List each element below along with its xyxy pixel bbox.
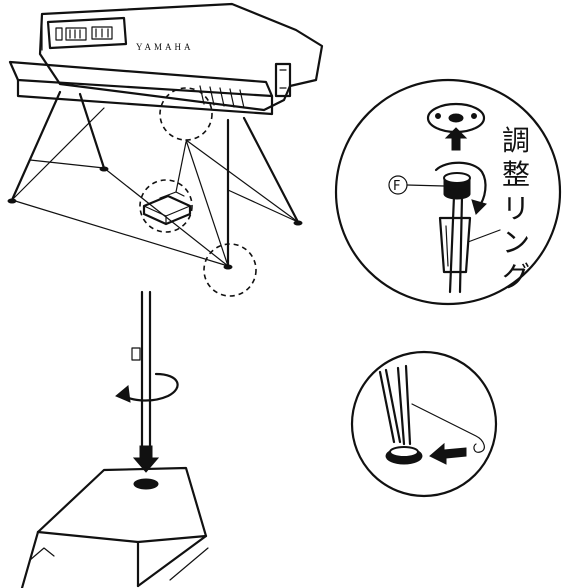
svg-text:整: 整	[502, 158, 530, 191]
piano-body: YAMAHA	[8, 2, 324, 116]
sustain-pedal	[142, 141, 192, 226]
highlight-circle-foot	[203, 243, 257, 297]
svg-text:F: F	[393, 179, 400, 194]
pedal-box	[20, 466, 209, 588]
marker-f: F	[388, 175, 445, 195]
svg-text:グ: グ	[502, 260, 530, 293]
callout-circle-adjust-ring	[334, 78, 562, 306]
hook-wire	[411, 403, 485, 453]
down-arrow-icon	[132, 445, 160, 473]
adjust-ring-label: 調 整 リ ン グ	[502, 124, 530, 293]
callout-foot-hook	[350, 350, 498, 498]
highlight-circle-pedal-rod	[159, 87, 213, 141]
sleeve-tube	[438, 216, 472, 274]
piano-keys	[199, 85, 245, 109]
rotate-arrow-rod-icon	[120, 372, 179, 402]
highlight-circle-pedal	[139, 179, 193, 233]
svg-text:リ: リ	[502, 192, 530, 225]
piano-stand	[7, 90, 303, 270]
left-arrow-icon	[429, 442, 467, 465]
adjust-ring-nut	[443, 172, 471, 200]
pedal-rod-insertion	[20, 290, 209, 588]
callout-adjust-ring: F 調 整 リ ン グ	[334, 78, 562, 306]
brand-name: YAMAHA	[136, 42, 194, 52]
side-handle	[274, 62, 292, 98]
up-arrow-icon	[444, 127, 468, 151]
rotate-arrow-icon	[434, 161, 487, 210]
piano-on-stand: YAMAHA	[7, 2, 324, 297]
svg-text:ン: ン	[502, 226, 530, 259]
callout-circle-foot	[350, 350, 498, 498]
control-panel	[46, 16, 128, 50]
svg-text:調: 調	[502, 124, 530, 157]
panel-controls	[55, 26, 113, 41]
rod-socket	[133, 478, 159, 490]
